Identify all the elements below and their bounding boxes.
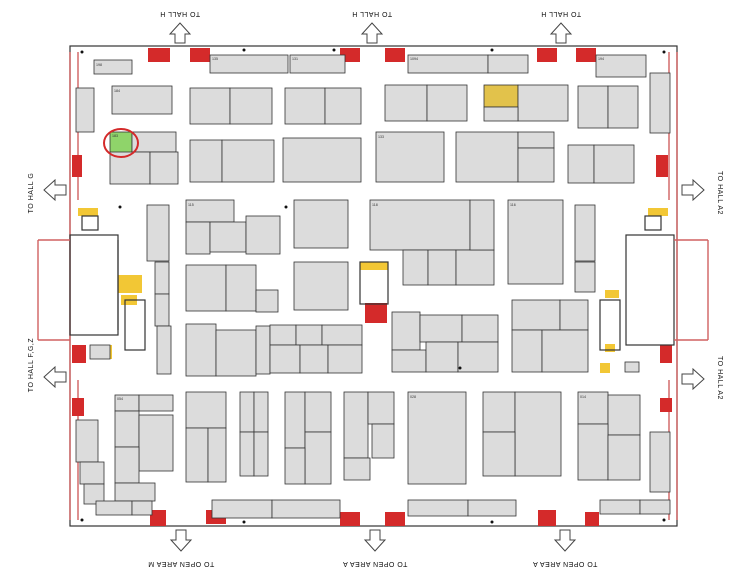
svg-text:135: 135 bbox=[212, 57, 218, 61]
left-exit-arrow-upper: TO HALL G bbox=[28, 173, 67, 214]
top-exit-arrow-right: TO HALL H bbox=[541, 10, 581, 44]
right-service-core bbox=[599, 215, 709, 373]
emergency-exit-blocks bbox=[72, 48, 672, 526]
svg-text:054: 054 bbox=[117, 397, 123, 401]
top-exit-arrow-center: TO HALL H bbox=[352, 10, 392, 44]
top-label-left: TO HALL H bbox=[160, 10, 200, 17]
bottom-exit-arrow-left: TO OPEN AREA M bbox=[148, 529, 214, 567]
top-label-right: TO HALL H bbox=[541, 10, 581, 17]
svg-text:014: 014 bbox=[580, 395, 586, 399]
top-label-center: TO HALL H bbox=[352, 10, 392, 17]
pillars bbox=[80, 48, 666, 524]
right-exit-arrow-upper: TO HALL A2 bbox=[681, 171, 723, 215]
left-exit-arrow-lower: TO HALL F,G,Z bbox=[28, 338, 67, 393]
bottom-exit-arrow-center: TO OPEN AREA A bbox=[343, 529, 408, 567]
svg-text:198: 198 bbox=[96, 63, 102, 67]
svg-text:133: 133 bbox=[378, 135, 384, 139]
bottom-label-left: TO OPEN AREA M bbox=[148, 560, 214, 567]
svg-text:115: 115 bbox=[188, 203, 194, 207]
right-label-upper: TO HALL A2 bbox=[716, 171, 723, 215]
bottom-label-right: TO OPEN AREA A bbox=[533, 560, 598, 567]
svg-text:1094: 1094 bbox=[410, 57, 418, 61]
svg-text:194: 194 bbox=[598, 57, 604, 61]
svg-text:028: 028 bbox=[410, 395, 416, 399]
booth-grid bbox=[75, 54, 671, 519]
svg-text:116: 116 bbox=[510, 203, 516, 207]
left-label-upper: TO HALL G bbox=[28, 173, 35, 214]
booth-number-labels: 198 184 183 135 131 1094 133 194 115 118… bbox=[96, 57, 604, 401]
left-label-lower: TO HALL F,G,Z bbox=[28, 338, 35, 393]
highlight-circle bbox=[103, 128, 139, 158]
svg-text:183: 183 bbox=[112, 134, 118, 138]
left-service-core bbox=[37, 215, 146, 360]
svg-text:184: 184 bbox=[114, 89, 120, 93]
top-exit-arrow-left: TO HALL H bbox=[160, 10, 200, 44]
right-label-lower: TO HALL A2 bbox=[716, 356, 723, 400]
svg-text:131: 131 bbox=[292, 57, 298, 61]
svg-text:118: 118 bbox=[372, 203, 378, 207]
bottom-exit-arrow-right: TO OPEN AREA A bbox=[533, 529, 598, 567]
right-exit-arrow-lower: TO HALL A2 bbox=[681, 356, 723, 400]
bottom-label-center: TO OPEN AREA A bbox=[343, 560, 408, 567]
